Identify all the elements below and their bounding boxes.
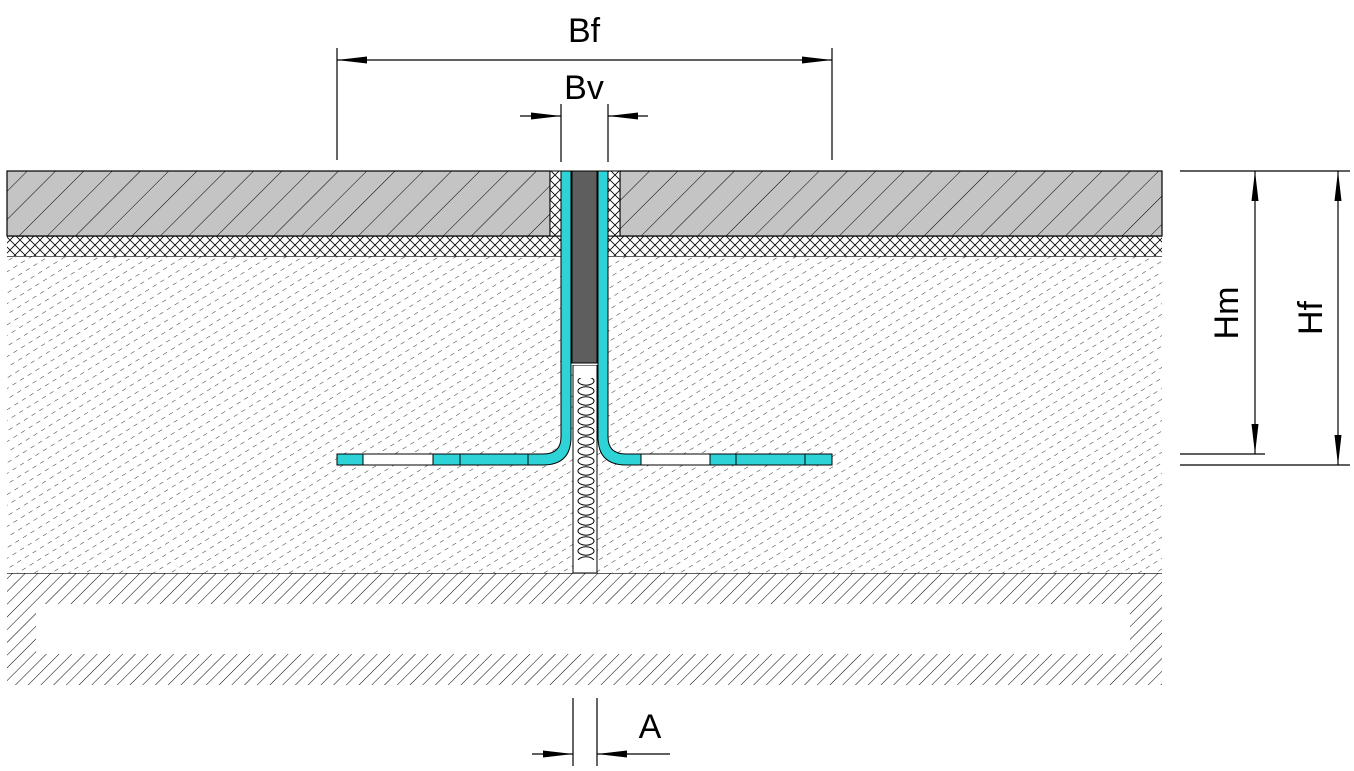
rubber-insert <box>571 170 598 364</box>
dimension-a: A <box>532 698 670 766</box>
floor-tile-right <box>619 170 1163 237</box>
label-bv: Bv <box>564 69 604 107</box>
label-a: A <box>639 708 662 746</box>
compressible-filler <box>575 378 595 560</box>
dimension-hf: Hf <box>1180 170 1350 466</box>
label-hf: Hf <box>1292 300 1330 335</box>
dimension-hm: Hm <box>1180 171 1265 455</box>
joint-filler-left <box>549 170 562 237</box>
label-bf: Bf <box>568 12 601 50</box>
concrete-slab <box>7 572 1162 685</box>
floor-tile-left <box>6 170 551 237</box>
joint-filler-right <box>607 170 621 237</box>
profile-left <box>336 170 572 466</box>
profile-right <box>597 170 833 466</box>
label-hm: Hm <box>1208 287 1246 340</box>
dimension-bf: Bf <box>336 12 833 160</box>
dimension-bv: Bv <box>520 69 648 162</box>
slab-void <box>36 604 1130 654</box>
